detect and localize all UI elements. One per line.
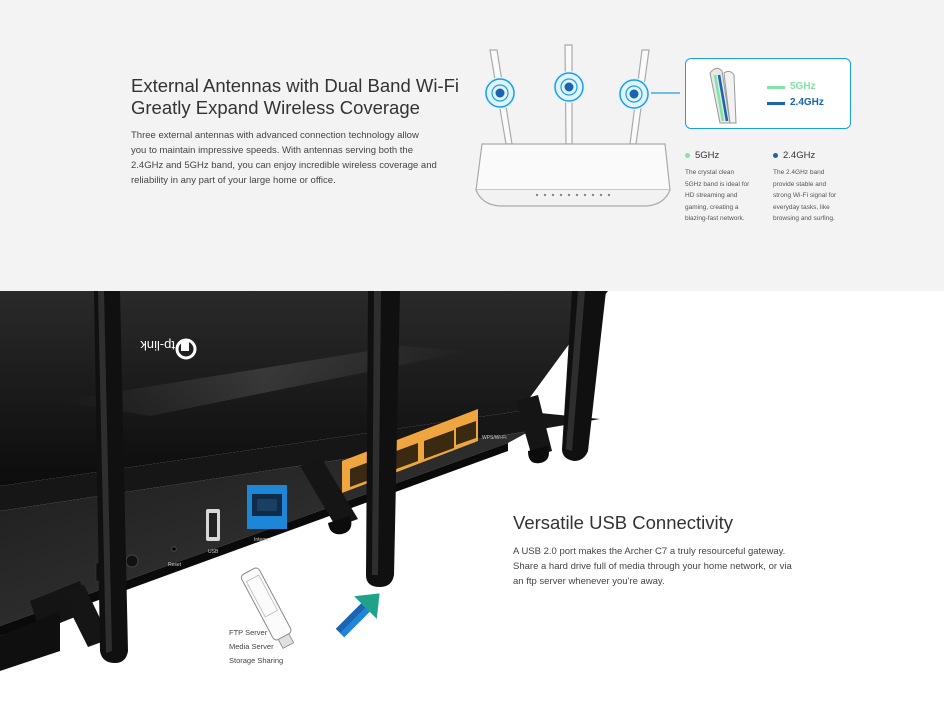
- usb-uses-list: FTP Server Media Server Storage Sharing: [229, 626, 283, 668]
- router-body-outline: [475, 143, 671, 191]
- usb-port-label: USB: [208, 549, 219, 555]
- brand-text: tp-link: [140, 338, 175, 353]
- band-desc-line: blazing-fast network.: [685, 215, 745, 222]
- band-24ghz-description: The 2.4GHz band provide stable and stron…: [773, 167, 853, 225]
- internet-label: Internet: [254, 537, 272, 543]
- band-desc-line: 5GHz band is ideal for: [685, 180, 750, 188]
- usb-description-line: A USB 2.0 port makes the Archer C7 a tru…: [513, 546, 786, 557]
- usb-use-item: Storage Sharing: [229, 656, 284, 665]
- antennas-description-line: reliability in any part of your large ho…: [131, 175, 336, 186]
- wps-label: WPS/Wi-Fi: [482, 435, 506, 441]
- band-legend-box: 5GHz 2.4GHz: [685, 58, 851, 129]
- legend-24ghz-swatch: [767, 102, 785, 105]
- usb-use-item: FTP Server: [229, 628, 268, 637]
- legend-5ghz-swatch: [767, 86, 785, 89]
- band-desc-line: everyday tasks, like: [773, 203, 830, 211]
- antennas-description-line: Three external antennas with advanced co…: [131, 130, 419, 141]
- band-5ghz-heading: 5GHz: [685, 150, 765, 161]
- antennas-heading-line-1: External Antennas with Dual Band Wi-Fi: [131, 75, 460, 96]
- band-desc-line: provide stable and: [773, 180, 827, 188]
- band-24ghz-info: 2.4GHz The 2.4GHz band provide stable an…: [773, 150, 853, 225]
- usb-flash-drive: [240, 567, 295, 649]
- usb-description-line: Share a hard drive full of media through…: [513, 561, 792, 572]
- wan-port: [247, 485, 287, 529]
- blue-dot-icon: [773, 153, 778, 158]
- signal-halo-center: [553, 71, 585, 103]
- antennas-description-line: you to maintain impressive speeds. With …: [131, 145, 413, 156]
- antenna-cable-icon: [709, 67, 737, 124]
- antenna-tall-center: [366, 291, 400, 587]
- antennas-section: External Antennas with Dual Band Wi-Fi G…: [0, 0, 944, 291]
- router-rear-photo: tp-link WPS/Wi-Fi Internet USB Reset: [0, 291, 608, 671]
- antennas-heading: External Antennas with Dual Band Wi-Fi G…: [131, 75, 471, 119]
- band-desc-line: The 2.4GHz band: [773, 169, 825, 176]
- antennas-description: Three external antennas with advanced co…: [131, 128, 461, 188]
- usb-description-line: an ftp server whenever you're away.: [513, 576, 665, 587]
- reset-hole: [171, 546, 177, 552]
- legend-24ghz-label: 2.4GHz: [790, 97, 824, 108]
- antennas-heading-line-2: Greatly Expand Wireless Coverage: [131, 97, 420, 118]
- band-desc-line: gaming, creating a: [685, 203, 739, 211]
- band-5ghz-description: The crystal clean 5GHz band is ideal for…: [685, 167, 765, 225]
- band-24ghz-heading: 2.4GHz: [773, 150, 853, 161]
- signal-halo-left: [484, 77, 516, 109]
- insert-arrow-icon: [335, 593, 380, 638]
- band-desc-line: HD streaming and: [685, 192, 738, 199]
- green-dot-icon: [685, 153, 690, 158]
- router-base-outline: [475, 189, 671, 207]
- tp-link-logo: [175, 338, 197, 360]
- usb-heading: Versatile USB Connectivity: [513, 512, 734, 533]
- band-desc-line: The crystal clean: [685, 169, 735, 176]
- reset-label: Reset: [168, 562, 182, 568]
- band-5ghz-info: 5GHz The crystal clean 5GHz band is idea…: [685, 150, 765, 225]
- usb-section: tp-link WPS/Wi-Fi Internet USB Reset: [0, 291, 944, 704]
- band-24ghz-name: 2.4GHz: [783, 150, 816, 161]
- antennas-description-line: 2.4GHz and 5GHz band, you can enjoy incr…: [131, 160, 437, 171]
- usb-use-item: Media Server: [229, 642, 274, 651]
- router-antenna-illustration: [475, 44, 680, 207]
- signal-halo-right: [618, 78, 650, 110]
- legend-5ghz-label: 5GHz: [790, 81, 816, 92]
- band-desc-line: strong Wi-Fi signal for: [773, 192, 837, 199]
- usb-port: [206, 509, 220, 541]
- usb-description: A USB 2.0 port makes the Archer C7 a tru…: [513, 544, 843, 589]
- band-desc-line: browsing and surfing.: [773, 215, 835, 222]
- band-5ghz-name: 5GHz: [695, 150, 720, 161]
